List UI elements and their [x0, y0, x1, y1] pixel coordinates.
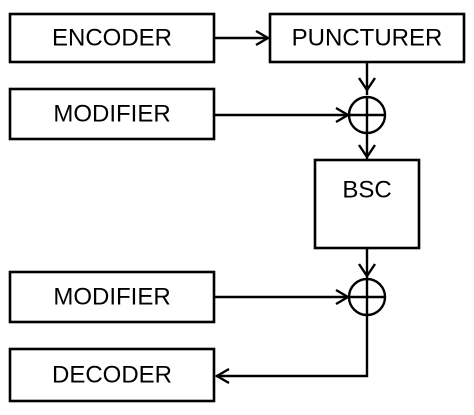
modifier-bottom-label: MODIFIER [53, 283, 170, 310]
arrow-xor-bottom-to-decoder [214, 315, 369, 385]
arrow-modifier-top-to-xor-top [214, 106, 351, 124]
arrow-encoder-to-puncturer [214, 29, 271, 47]
puncturer-block: PUNCTURER [268, 12, 466, 64]
encoder-label: ENCODER [52, 24, 172, 51]
modifier-top-block: MODIFIER [8, 87, 216, 141]
xor-top-adder [347, 95, 387, 135]
decoder-label: DECODER [52, 361, 172, 388]
arrow-xor-top-to-bsc [358, 133, 376, 160]
modifier-top-label: MODIFIER [53, 100, 170, 127]
bsc-label: BSC [342, 176, 391, 203]
encoder-block: ENCODER [8, 12, 216, 64]
modifier-bottom-block: MODIFIER [8, 270, 216, 324]
puncturer-label: PUNCTURER [292, 24, 443, 51]
arrow-modifier-bottom-to-xor-bottom [214, 288, 351, 306]
decoder-block: DECODER [8, 347, 216, 403]
arrow-bsc-to-xor-bottom [358, 248, 376, 279]
xor-bottom-adder [347, 277, 387, 317]
bsc-block: BSC [313, 158, 421, 250]
arrow-puncturer-to-xor-top [358, 62, 376, 95]
